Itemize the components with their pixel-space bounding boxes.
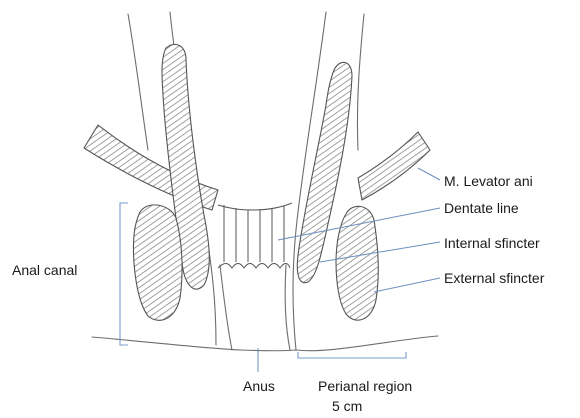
dentate-line-columns xyxy=(218,203,292,268)
anal-canal-label: Anal canal xyxy=(12,262,77,278)
perianal-length-label: 5 cm xyxy=(332,398,362,414)
anal-opening-left xyxy=(220,265,232,350)
external-sphincter-right xyxy=(336,206,378,320)
anal-opening-right xyxy=(285,265,290,350)
right-outer-wall xyxy=(357,14,364,150)
internal-sphincter-label: Internal sfincter xyxy=(444,235,540,251)
skin-line xyxy=(92,336,438,351)
external-sphincter-left xyxy=(134,205,183,320)
leader-levator-ani xyxy=(418,168,440,180)
perianal-region-bracket xyxy=(298,352,406,358)
perianal-region-label: Perianal region xyxy=(318,378,412,394)
anal-canal-bracket xyxy=(120,203,128,345)
left-outer-wall xyxy=(128,14,148,150)
dentate-line-label: Dentate line xyxy=(444,200,519,216)
leader-external-sphincter xyxy=(374,278,440,292)
levator-ani-label: M. Levator ani xyxy=(444,173,533,189)
levator-ani-right xyxy=(358,132,430,200)
anus-label: Anus xyxy=(243,378,275,394)
external-sphincter-label: External sfincter xyxy=(444,270,544,286)
